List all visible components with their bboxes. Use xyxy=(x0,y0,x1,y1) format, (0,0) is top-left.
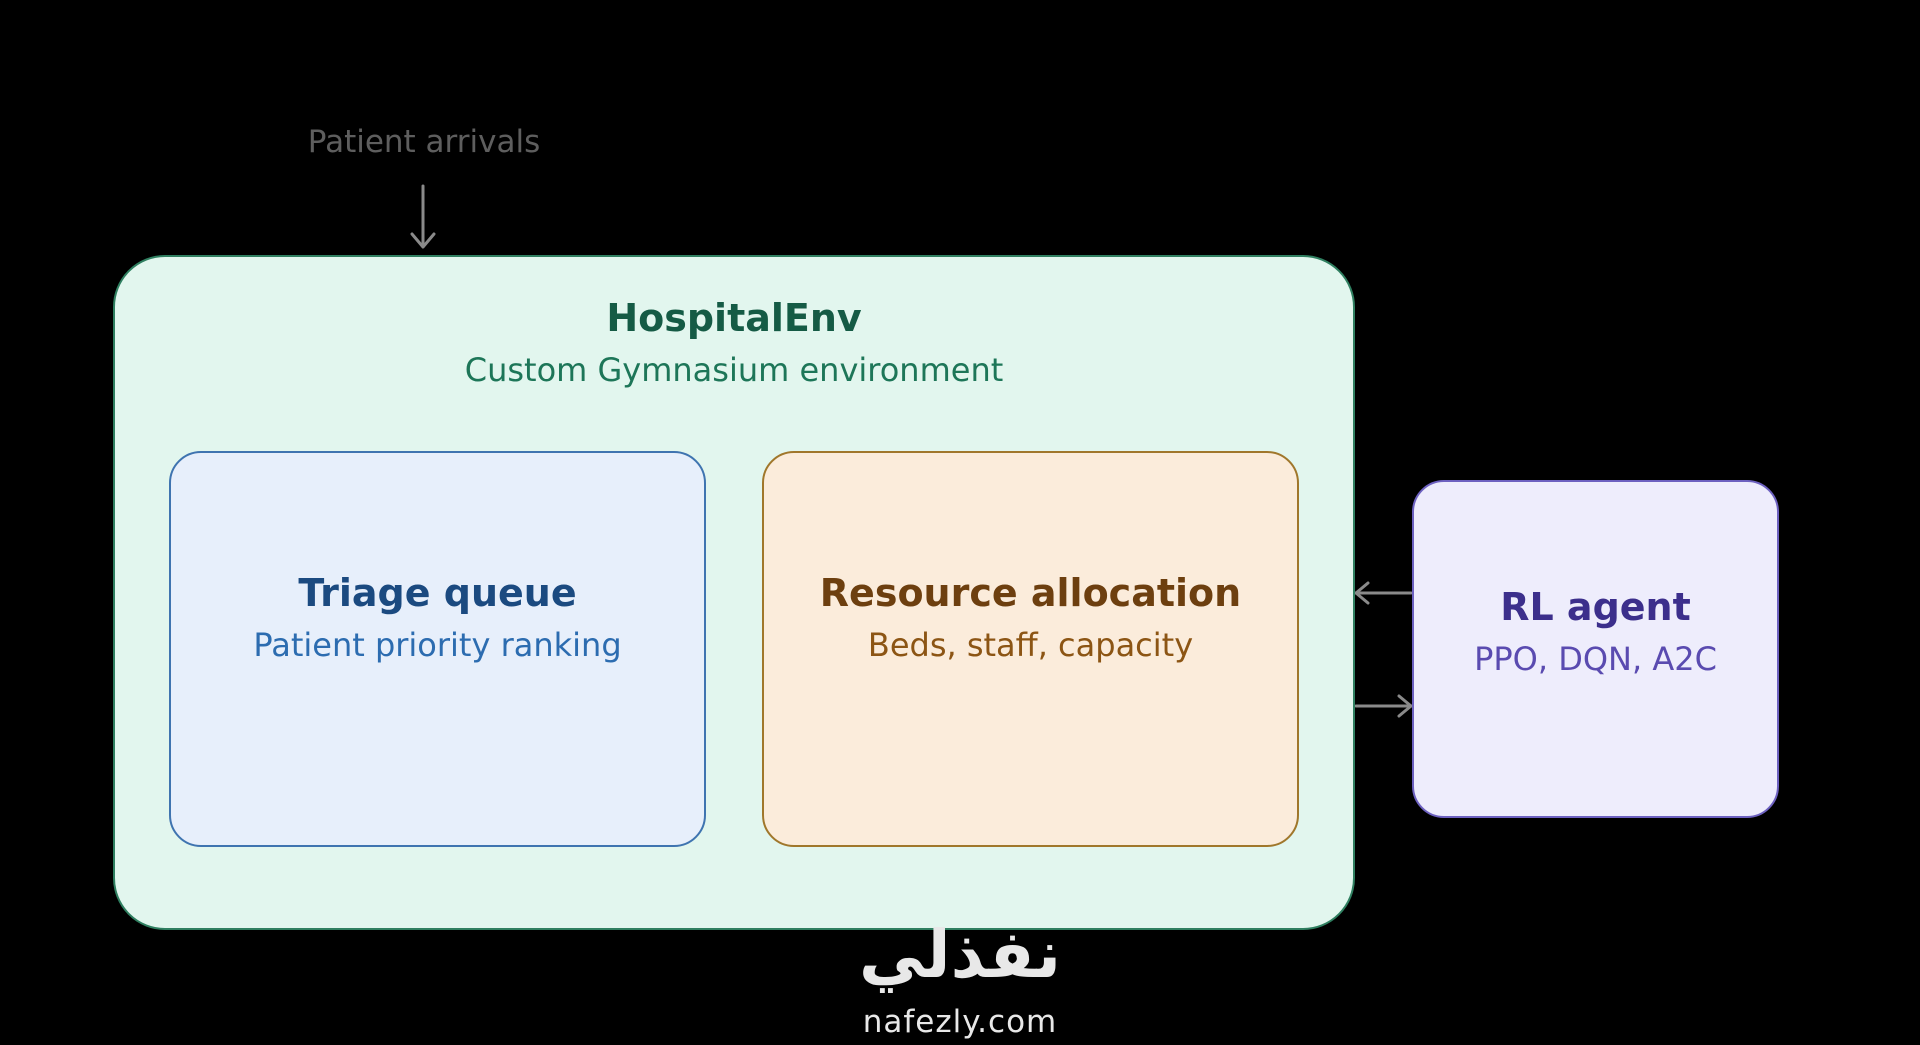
agent-title: RL agent xyxy=(1500,585,1691,629)
env-subtitle: Custom Gymnasium environment xyxy=(464,351,1004,389)
triage-queue-box xyxy=(169,451,706,847)
triage-title: Triage queue xyxy=(298,571,577,615)
watermark-logo: نفذلي xyxy=(859,916,1061,993)
patient-arrivals-label: Patient arrivals xyxy=(307,124,541,160)
agent-subtitle: PPO, DQN, A2C xyxy=(1474,640,1717,678)
triage-subtitle: Patient priority ranking xyxy=(253,626,622,664)
observation-arrow xyxy=(1354,694,1413,718)
resource-allocation-box xyxy=(762,451,1299,847)
arrival-arrow xyxy=(410,184,436,249)
resource-title: Resource allocation xyxy=(819,571,1242,615)
rl-agent-box xyxy=(1412,480,1779,818)
env-title: HospitalEnv xyxy=(606,296,862,340)
resource-subtitle: Beds, staff, capacity xyxy=(867,626,1194,664)
action-arrow xyxy=(1354,581,1413,605)
watermark-url: nafezly.com xyxy=(862,1004,1058,1040)
